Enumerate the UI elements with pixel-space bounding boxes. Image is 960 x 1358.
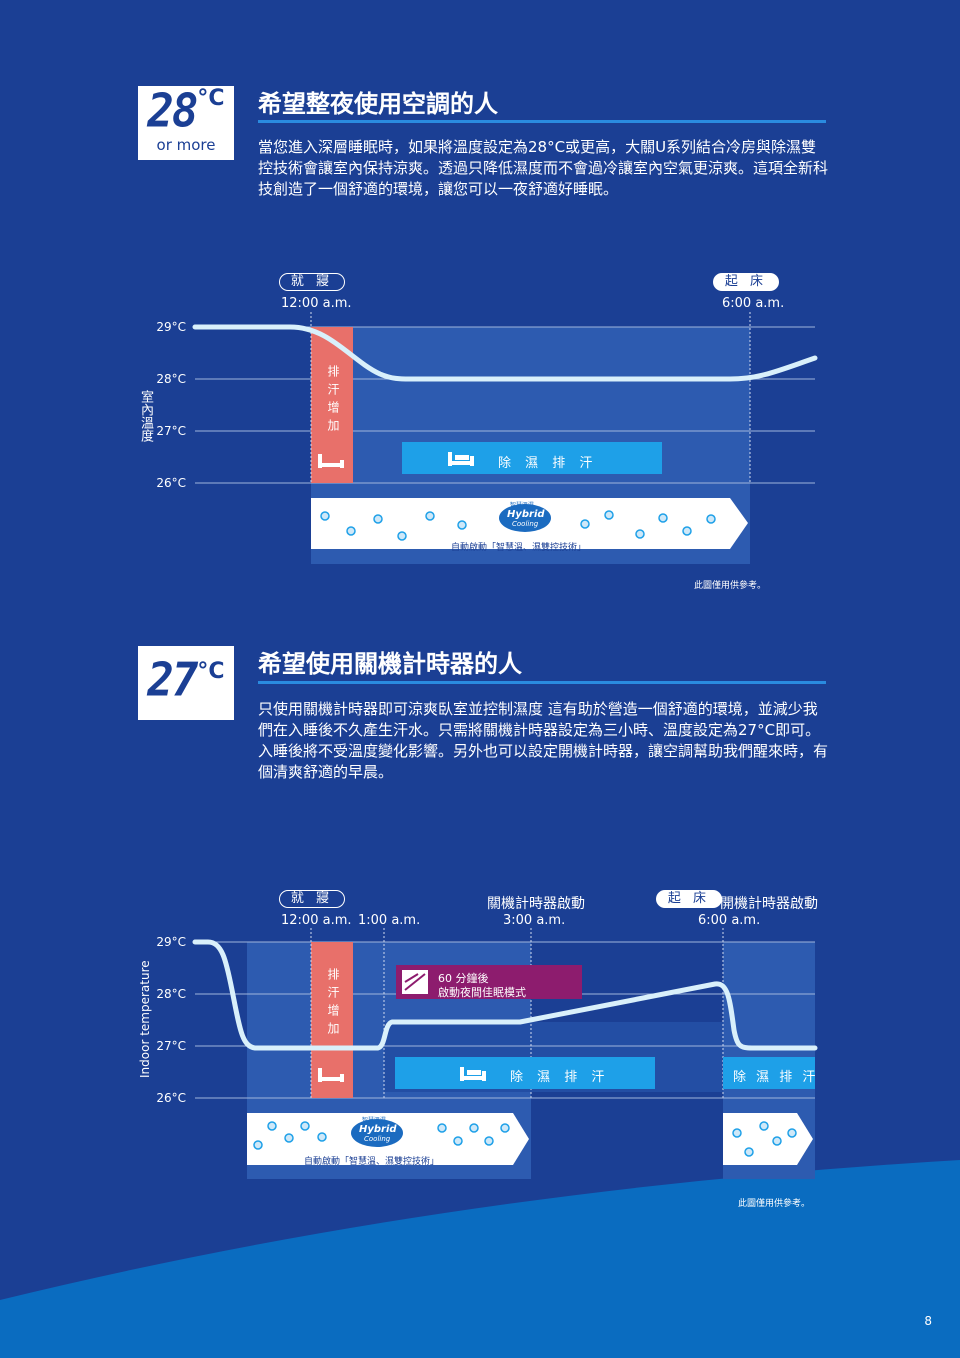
time2-1am: 1:00 a.m. [358,913,421,928]
pill-sleep: 就 寢 [279,273,345,291]
temp-27-badge: 27°C [138,646,234,720]
time2-sleep: 12:00 a.m. [281,913,352,928]
temp-unit: °C [197,86,225,111]
chart-2: 就 寢 起 床 關機計時器啟動 開機計時器啟動 12:00 a.m. 1:00 … [138,890,819,1209]
hybrid-logo [499,504,551,532]
ytick-26: 26°C [156,476,186,490]
ytick2-26: 26°C [156,1091,186,1105]
dehumid-label: 除 濕 排 汗 [498,456,598,471]
off-timer-label: 關機計時器啟動 [487,896,585,912]
hybrid-logo-top: 智慧溫濕 [510,502,535,509]
y-axis-label: 室內溫度 [138,390,153,442]
sweat-bed-icon-2 [318,1068,344,1082]
page-number: 8 [924,1314,932,1328]
hybrid-logo-top-2: 智慧溫濕 [362,1117,387,1124]
ytick-28: 28°C [156,372,186,386]
dehumid-label-2: 除 濕 排 汗 [510,1070,610,1085]
chart-1-graphic [192,312,818,564]
hybrid-logo-2 [351,1119,403,1147]
night-mode-icon-mark [404,973,426,991]
pill-wake: 起 床 [713,273,779,291]
temp-value-2: 27 [147,653,198,708]
sweat-label-2: 排汗增加 [326,968,340,1040]
night-mode-line1: 60 分鐘後 [438,972,489,985]
time-sleep: 12:00 a.m. [281,296,352,311]
time2-3am: 3:00 a.m. [503,913,566,928]
time-wake: 6:00 a.m. [722,296,785,311]
sweat-bed-icon [318,454,344,468]
hybrid-bubbles-2 [253,1121,797,1157]
temp-sub: or more [156,136,216,154]
temp-unit-2: °C [197,659,225,684]
dehumid-label-3: 除 濕 排 汗 [733,1070,819,1085]
section1-heading: 希望整夜使用空調的人 [258,90,498,118]
bed-icon-2 [460,1067,486,1081]
section2-heading: 希望使用關機計時器的人 [258,650,522,678]
dehumid-bar-3 [723,1057,815,1089]
chart-2-note: 此圖僅用供參考。 [738,1199,811,1209]
dehumid-bar-2 [395,1057,655,1089]
ytick-29: 29°C [156,320,186,334]
y-axis-label-2: Indoor temperature [138,960,152,1078]
section1-rule [258,120,826,123]
on-timer-label: 開機計時器啟動 [720,896,818,912]
chart-2-graphic [192,928,818,1179]
chart-1: 就 寢 起 床 12:00 a.m. 6:00 a.m. 29°C 28°C 2… [0,0,960,600]
hybrid-logo-line1-2: Hybrid [359,1124,397,1135]
sweat-label: 排汗增加 [326,365,340,437]
temp-curve [192,324,818,382]
section1-paragraph: 當您進入深層睡眠時，如果將溫度設定為28°C或更高，大關U系列結合冷房與除濕雙控… [258,138,829,198]
hybrid-caption-2: 自動啟動「智慧溫、濕雙控技術」 [304,1157,440,1167]
time2-wake: 6:00 a.m. [698,913,761,928]
ytick2-28: 28°C [156,987,186,1001]
section2-rule [258,681,826,684]
pill-wake-2: 起 床 [656,890,722,908]
temp-28-badge: 28°C or more [138,84,234,160]
hybrid-arrow-3 [723,1113,813,1165]
section2-paragraph: 只使用關機計時器即可涼爽臥室並控制濕度 這有助於營造一個舒適的環境，並減少我們在… [258,700,829,781]
hybrid-logo-line2: Cooling [512,520,539,528]
hybrid-logo-line1: Hybrid [507,509,545,520]
night-mode-line2: 啟動夜間佳眠模式 [438,986,526,999]
hybrid-bubbles [320,510,716,541]
bed-icon [448,452,474,466]
hybrid-caption: 自動啟動「智慧溫、濕雙控技術」 [451,543,587,553]
dehumid-bar [402,442,662,474]
chart-1-note: 此圖僅用供參考。 [694,581,767,591]
hybrid-logo-line2-2: Cooling [364,1135,391,1143]
ytick2-29: 29°C [156,935,186,949]
pill-sleep-2: 就 寢 [279,890,345,908]
temp-curve-2 [192,939,818,1051]
ytick2-27: 27°C [156,1039,186,1053]
temp-value: 28 [147,84,198,139]
ytick-27: 27°C [156,424,186,438]
